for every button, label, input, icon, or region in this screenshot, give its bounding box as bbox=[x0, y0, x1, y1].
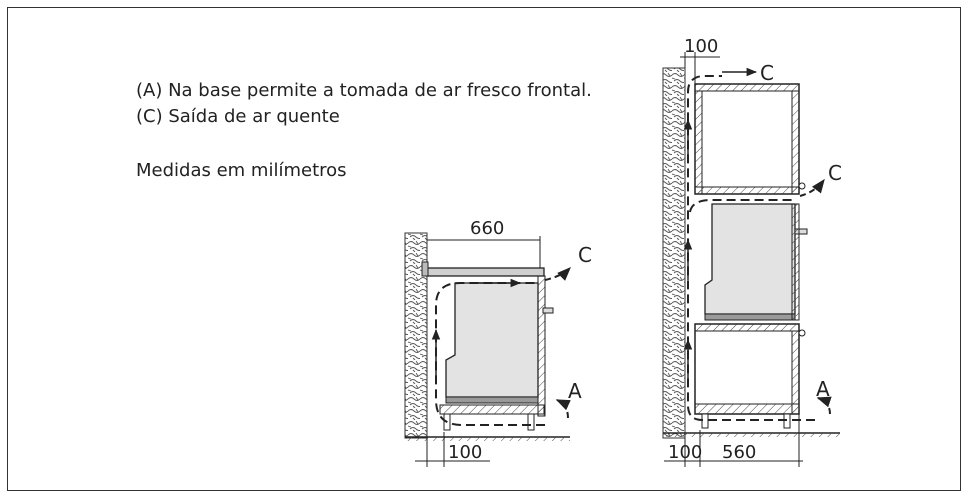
left-dim-gap: 100 bbox=[448, 442, 482, 463]
right-dim-bottom-gap: 100 bbox=[668, 442, 702, 463]
right-mid-outlet-arrow bbox=[799, 178, 825, 197]
right-upper-top bbox=[694, 83, 800, 92]
right-dim-top-gap: 100 bbox=[684, 36, 718, 57]
left-outlet-arrow bbox=[544, 267, 571, 281]
left-oven bbox=[445, 282, 539, 398]
right-lower-cabinet bbox=[694, 323, 800, 415]
left-label-c: C bbox=[578, 243, 592, 267]
right-upper-hinge bbox=[798, 182, 806, 190]
right-label-c-top: C bbox=[760, 61, 774, 85]
right-inlet-arrow bbox=[816, 396, 832, 415]
right-lower-top bbox=[694, 323, 800, 332]
left-base bbox=[439, 404, 545, 415]
right-upper-bottom bbox=[694, 186, 800, 195]
left-cabinet-panel bbox=[537, 275, 546, 417]
left-oven-shelf bbox=[445, 396, 539, 404]
left-top-bracket bbox=[421, 261, 429, 277]
left-foot-front bbox=[527, 413, 535, 431]
left-oven-handle bbox=[542, 307, 554, 314]
right-mid-airflow bbox=[689, 199, 795, 213]
right-upper-cabinet bbox=[694, 83, 800, 195]
right-lower-front bbox=[791, 330, 800, 415]
right-lower-base bbox=[694, 403, 800, 415]
right-installation: C C A 100 100 560 bbox=[662, 36, 842, 467]
left-countertop bbox=[426, 267, 545, 277]
right-wall bbox=[662, 67, 686, 439]
right-lower-hinge bbox=[798, 329, 806, 337]
right-floor-hatch bbox=[663, 433, 840, 437]
right-dim-depth: 560 bbox=[722, 442, 756, 463]
right-label-a: A bbox=[816, 377, 830, 401]
note-air-intake: (A) Na base permite a tomada de ar fresc… bbox=[136, 80, 592, 101]
right-label-c-mid: C bbox=[828, 161, 842, 185]
left-floor-hatch bbox=[405, 437, 570, 441]
right-upper-front bbox=[791, 90, 800, 195]
left-label-a: A bbox=[568, 379, 582, 403]
right-middle-panel bbox=[791, 203, 800, 321]
note-units: Medidas em milímetros bbox=[136, 160, 347, 181]
right-oven bbox=[704, 203, 796, 315]
right-oven-shelf bbox=[704, 313, 796, 321]
left-inlet-arrow bbox=[555, 399, 571, 419]
right-upper-back bbox=[694, 90, 703, 195]
left-dim-depth: 660 bbox=[470, 218, 504, 239]
left-installation: C A 660 100 bbox=[404, 218, 592, 467]
right-airflow-path bbox=[687, 75, 815, 421]
note-hot-air-outlet: (C) Saída de ar quente bbox=[136, 106, 340, 127]
